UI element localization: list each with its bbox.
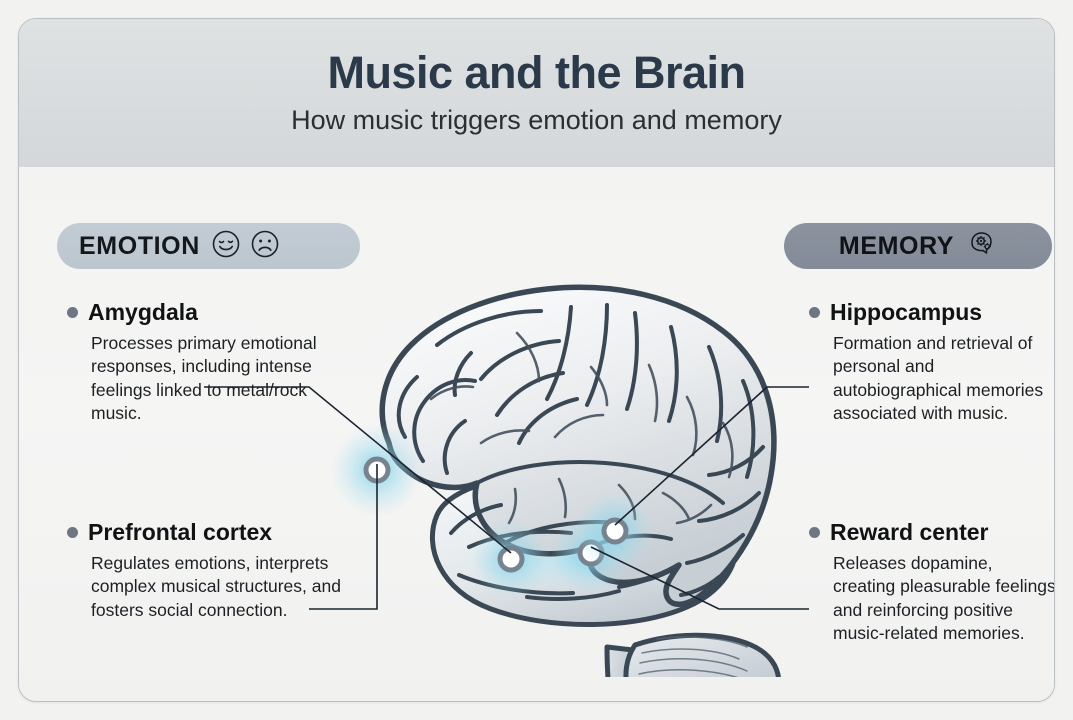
info-block-amygdala: Amygdala Processes primary emotional res… (67, 299, 357, 425)
info-header: Prefrontal cortex (67, 519, 367, 546)
smiley-face-icon (211, 229, 241, 264)
infographic-card: Music and the Brain How music triggers e… (18, 18, 1055, 702)
badge-memory-icons (965, 228, 997, 265)
content-area: EMOTION (19, 167, 1055, 701)
info-block-reward: Reward center Releases dopamine, creatin… (809, 519, 1055, 645)
brain-illustration (319, 247, 789, 701)
hotspot-prefrontal[interactable] (331, 424, 423, 516)
badge-emotion-label: EMOTION (79, 231, 200, 260)
page-title: Music and the Brain (327, 47, 746, 98)
region-title: Reward center (830, 519, 989, 545)
region-description: Processes primary emotional responses, i… (91, 333, 317, 423)
region-description: Formation and retrieval of personal and … (833, 333, 1044, 423)
badge-emotion-icons (211, 229, 280, 264)
page-subtitle: How music triggers emotion and memory (291, 105, 782, 136)
info-block-hippocampus: Hippocampus Formation and retrieval of p… (809, 299, 1054, 425)
hotspot-amygdala[interactable] (471, 519, 551, 599)
info-block-prefrontal: Prefrontal cortex Regulates emotions, in… (67, 519, 367, 622)
info-header: Amygdala (67, 299, 357, 326)
badge-emotion[interactable]: EMOTION (57, 223, 360, 269)
region-title: Prefrontal cortex (88, 519, 273, 545)
brain-gears-icon (965, 228, 997, 265)
badge-memory[interactable]: MEMORY (784, 223, 1052, 269)
info-header: Hippocampus (809, 299, 1054, 326)
bullet-icon (809, 527, 820, 538)
region-title: Hippocampus (830, 299, 983, 325)
sad-face-icon (250, 229, 280, 264)
region-title: Amygdala (88, 299, 198, 325)
bullet-icon (809, 307, 820, 318)
bullet-icon (67, 527, 78, 538)
region-description: Regulates emotions, interprets complex m… (91, 553, 341, 620)
region-description: Releases dopamine, creating pleasurable … (833, 553, 1055, 643)
hotspot-hippocampus[interactable] (575, 491, 655, 571)
header-band: Music and the Brain How music triggers e… (19, 19, 1054, 168)
info-header: Reward center (809, 519, 1054, 546)
badge-memory-label: MEMORY (838, 231, 955, 260)
bullet-icon (67, 307, 78, 318)
